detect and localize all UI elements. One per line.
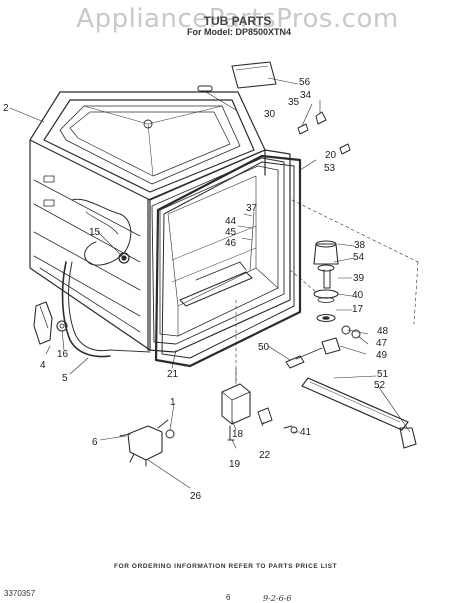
- callout-34: 34: [300, 90, 312, 101]
- callout-2: 2: [3, 103, 9, 114]
- callout-45: 45: [225, 227, 237, 238]
- callout-20: 20: [325, 150, 337, 161]
- callout-50: 50: [258, 342, 270, 353]
- callout-47: 47: [376, 338, 388, 349]
- tub-front-frame: [147, 149, 291, 353]
- callout-37: 37: [246, 203, 258, 214]
- callout-49: 49: [376, 350, 388, 361]
- inlet-fittings: [285, 325, 361, 369]
- inlet-valve: [119, 419, 175, 467]
- callout-6: 6: [92, 437, 98, 448]
- page-number: 6: [226, 593, 231, 602]
- callout-26: 26: [190, 491, 202, 502]
- callout-44: 44: [225, 216, 237, 227]
- door-gasket: [154, 154, 302, 368]
- base-rail: [301, 377, 417, 449]
- callout-39: 39: [353, 273, 365, 284]
- callout-1: 1: [170, 397, 176, 408]
- callout-30: 30: [264, 109, 276, 120]
- callout-17: 17: [352, 304, 364, 315]
- drain-hose: [61, 261, 151, 358]
- callout-46: 46: [225, 238, 237, 249]
- watermark: AppliancePartsPros.com: [76, 4, 399, 34]
- callout-22: 22: [259, 450, 271, 461]
- callout-56: 56: [299, 77, 311, 88]
- tub-cabinet: [29, 91, 266, 351]
- reference-dashes: [235, 199, 419, 385]
- wash-arm-stack: [313, 240, 339, 323]
- callout-53: 53: [324, 163, 336, 174]
- callout-15: 15: [89, 227, 101, 238]
- callout-52: 52: [374, 380, 386, 391]
- callout-21: 21: [167, 369, 179, 380]
- document-number: 3370357: [4, 589, 36, 598]
- side-fitting: [71, 198, 132, 266]
- leader-lines: [9, 77, 411, 489]
- vent-cover: [197, 61, 277, 92]
- ordering-note: FOR ORDERING INFORMATION REFER TO PARTS …: [114, 563, 338, 570]
- heater-element: [179, 261, 253, 307]
- callout-35: 35: [288, 97, 300, 108]
- callout-48: 48: [377, 326, 389, 337]
- callout-18: 18: [232, 429, 244, 440]
- callout-54: 54: [353, 252, 365, 263]
- callout-4: 4: [40, 360, 46, 371]
- callout-40: 40: [352, 290, 364, 301]
- handwritten-date: 9-2-6-6: [263, 594, 292, 603]
- page-title: TUB PARTS: [203, 14, 272, 28]
- callout-38: 38: [354, 240, 366, 251]
- callout-41: 41: [300, 427, 312, 438]
- callout-19: 19: [229, 459, 241, 470]
- callout-5: 5: [62, 373, 68, 384]
- model-line: For Model: DP8500XTN4: [187, 27, 292, 37]
- float-switch: [33, 301, 68, 345]
- callout-16: 16: [57, 349, 69, 360]
- callout-51: 51: [377, 369, 389, 380]
